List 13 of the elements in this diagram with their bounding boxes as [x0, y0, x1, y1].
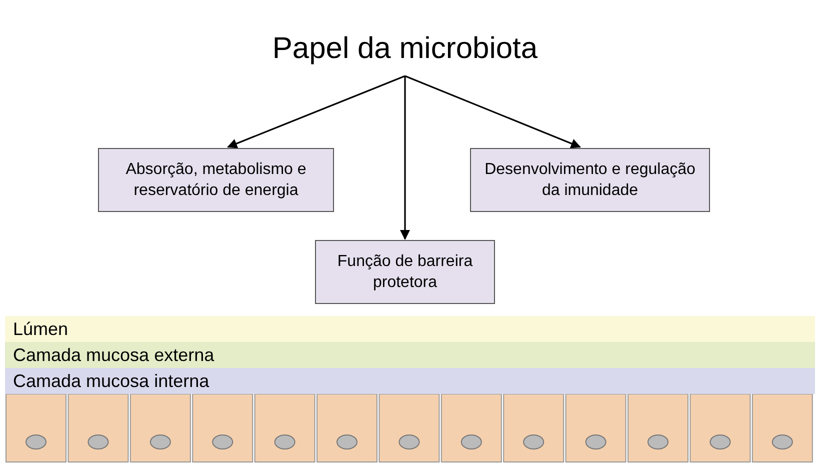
- topic-box: Desenvolvimento e regulação da imunidade: [470, 148, 710, 212]
- topic-box: Absorção, metabolismo e reservatório de energia: [98, 148, 334, 212]
- mucus-layer-band: [5, 342, 815, 368]
- mucus-layer-band: [5, 368, 815, 394]
- topic-box: Função de barreira protetora: [315, 240, 495, 304]
- layer-label: Camada mucosa externa: [13, 345, 214, 365]
- mucus-layer-band: [5, 316, 815, 342]
- arrow: [400, 76, 410, 240]
- layer-label: Camada mucosa interna: [13, 371, 210, 391]
- layer-label: Lúmen: [13, 319, 68, 339]
- arrow: [404, 75, 581, 148]
- arrow: [227, 75, 406, 148]
- title-text: Papel da microbiota: [230, 28, 580, 70]
